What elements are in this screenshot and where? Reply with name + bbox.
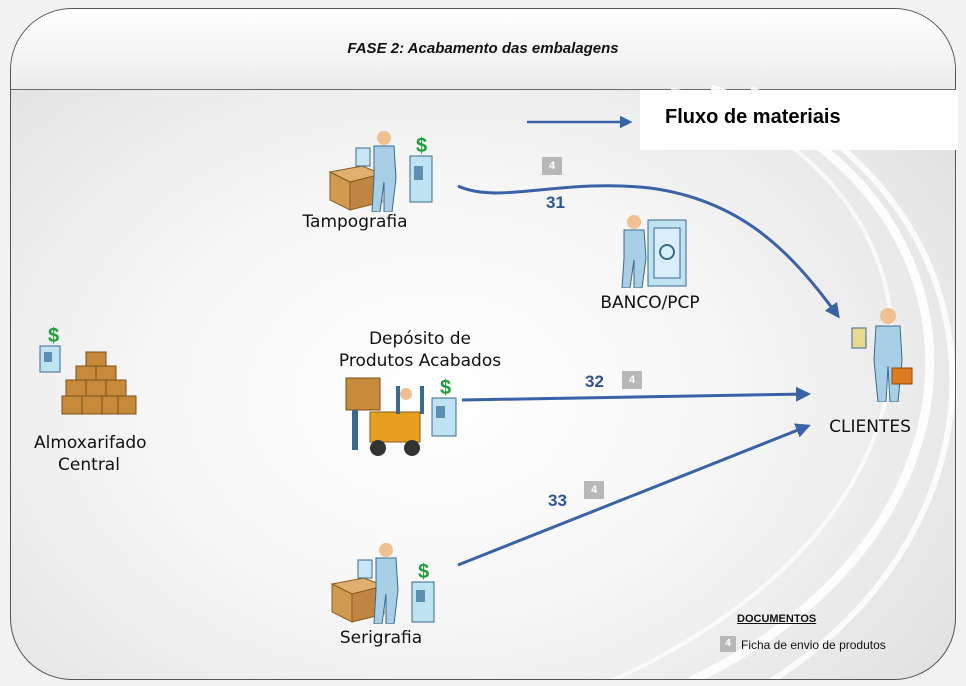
- legend-box: [640, 90, 958, 150]
- node-banco-label: BANCO/PCP: [600, 293, 700, 313]
- flow-arrow-31: [457, 184, 840, 319]
- header-band: [11, 9, 955, 90]
- legend-label: Fluxo de materiais: [665, 106, 841, 128]
- document-badge-32: 4: [622, 371, 642, 389]
- worker-icon: $: [330, 543, 435, 624]
- page-title: FASE 2: Acabamento das embalagens: [347, 40, 619, 57]
- worker-icon: $: [328, 131, 433, 212]
- svg-text:$: $: [440, 377, 451, 399]
- node-tampografia-label: Tampografia: [302, 212, 408, 232]
- node-almoxarifado-label: Almoxarifado Central: [34, 433, 147, 475]
- svg-text:$: $: [48, 325, 59, 347]
- flow-arrow-32: [461, 386, 811, 402]
- document-badge-33: 4: [584, 481, 604, 499]
- safe-icon: [431, 397, 457, 437]
- document-badge-31: 4: [542, 157, 562, 175]
- safe-icon: [409, 155, 433, 203]
- svg-text:$: $: [416, 135, 427, 157]
- documents-title: DOCUMENTOS: [737, 613, 817, 625]
- flow-number-32: 32: [585, 372, 604, 391]
- safe-icon: [411, 581, 435, 623]
- flow-arrow-33: [457, 423, 811, 567]
- node-deposito-label: Depósito de Produtos Acabados: [338, 329, 502, 371]
- safe-icon: [39, 345, 61, 373]
- flow-number-31: 31: [546, 193, 565, 212]
- forklift-icon: $: [345, 377, 457, 456]
- documents-item-badge: 4: [720, 636, 736, 652]
- bank-safe-icon: [621, 215, 687, 288]
- flow-number-33: 33: [548, 491, 567, 510]
- node-serigrafia-label: Serigrafia: [339, 628, 423, 648]
- client-icon: [851, 308, 913, 402]
- documents-item-label: Ficha de envio de produtos: [741, 638, 886, 652]
- svg-text:$: $: [418, 561, 429, 583]
- boxes-icon: $: [39, 325, 137, 415]
- node-clientes-label: CLIENTES: [829, 417, 911, 437]
